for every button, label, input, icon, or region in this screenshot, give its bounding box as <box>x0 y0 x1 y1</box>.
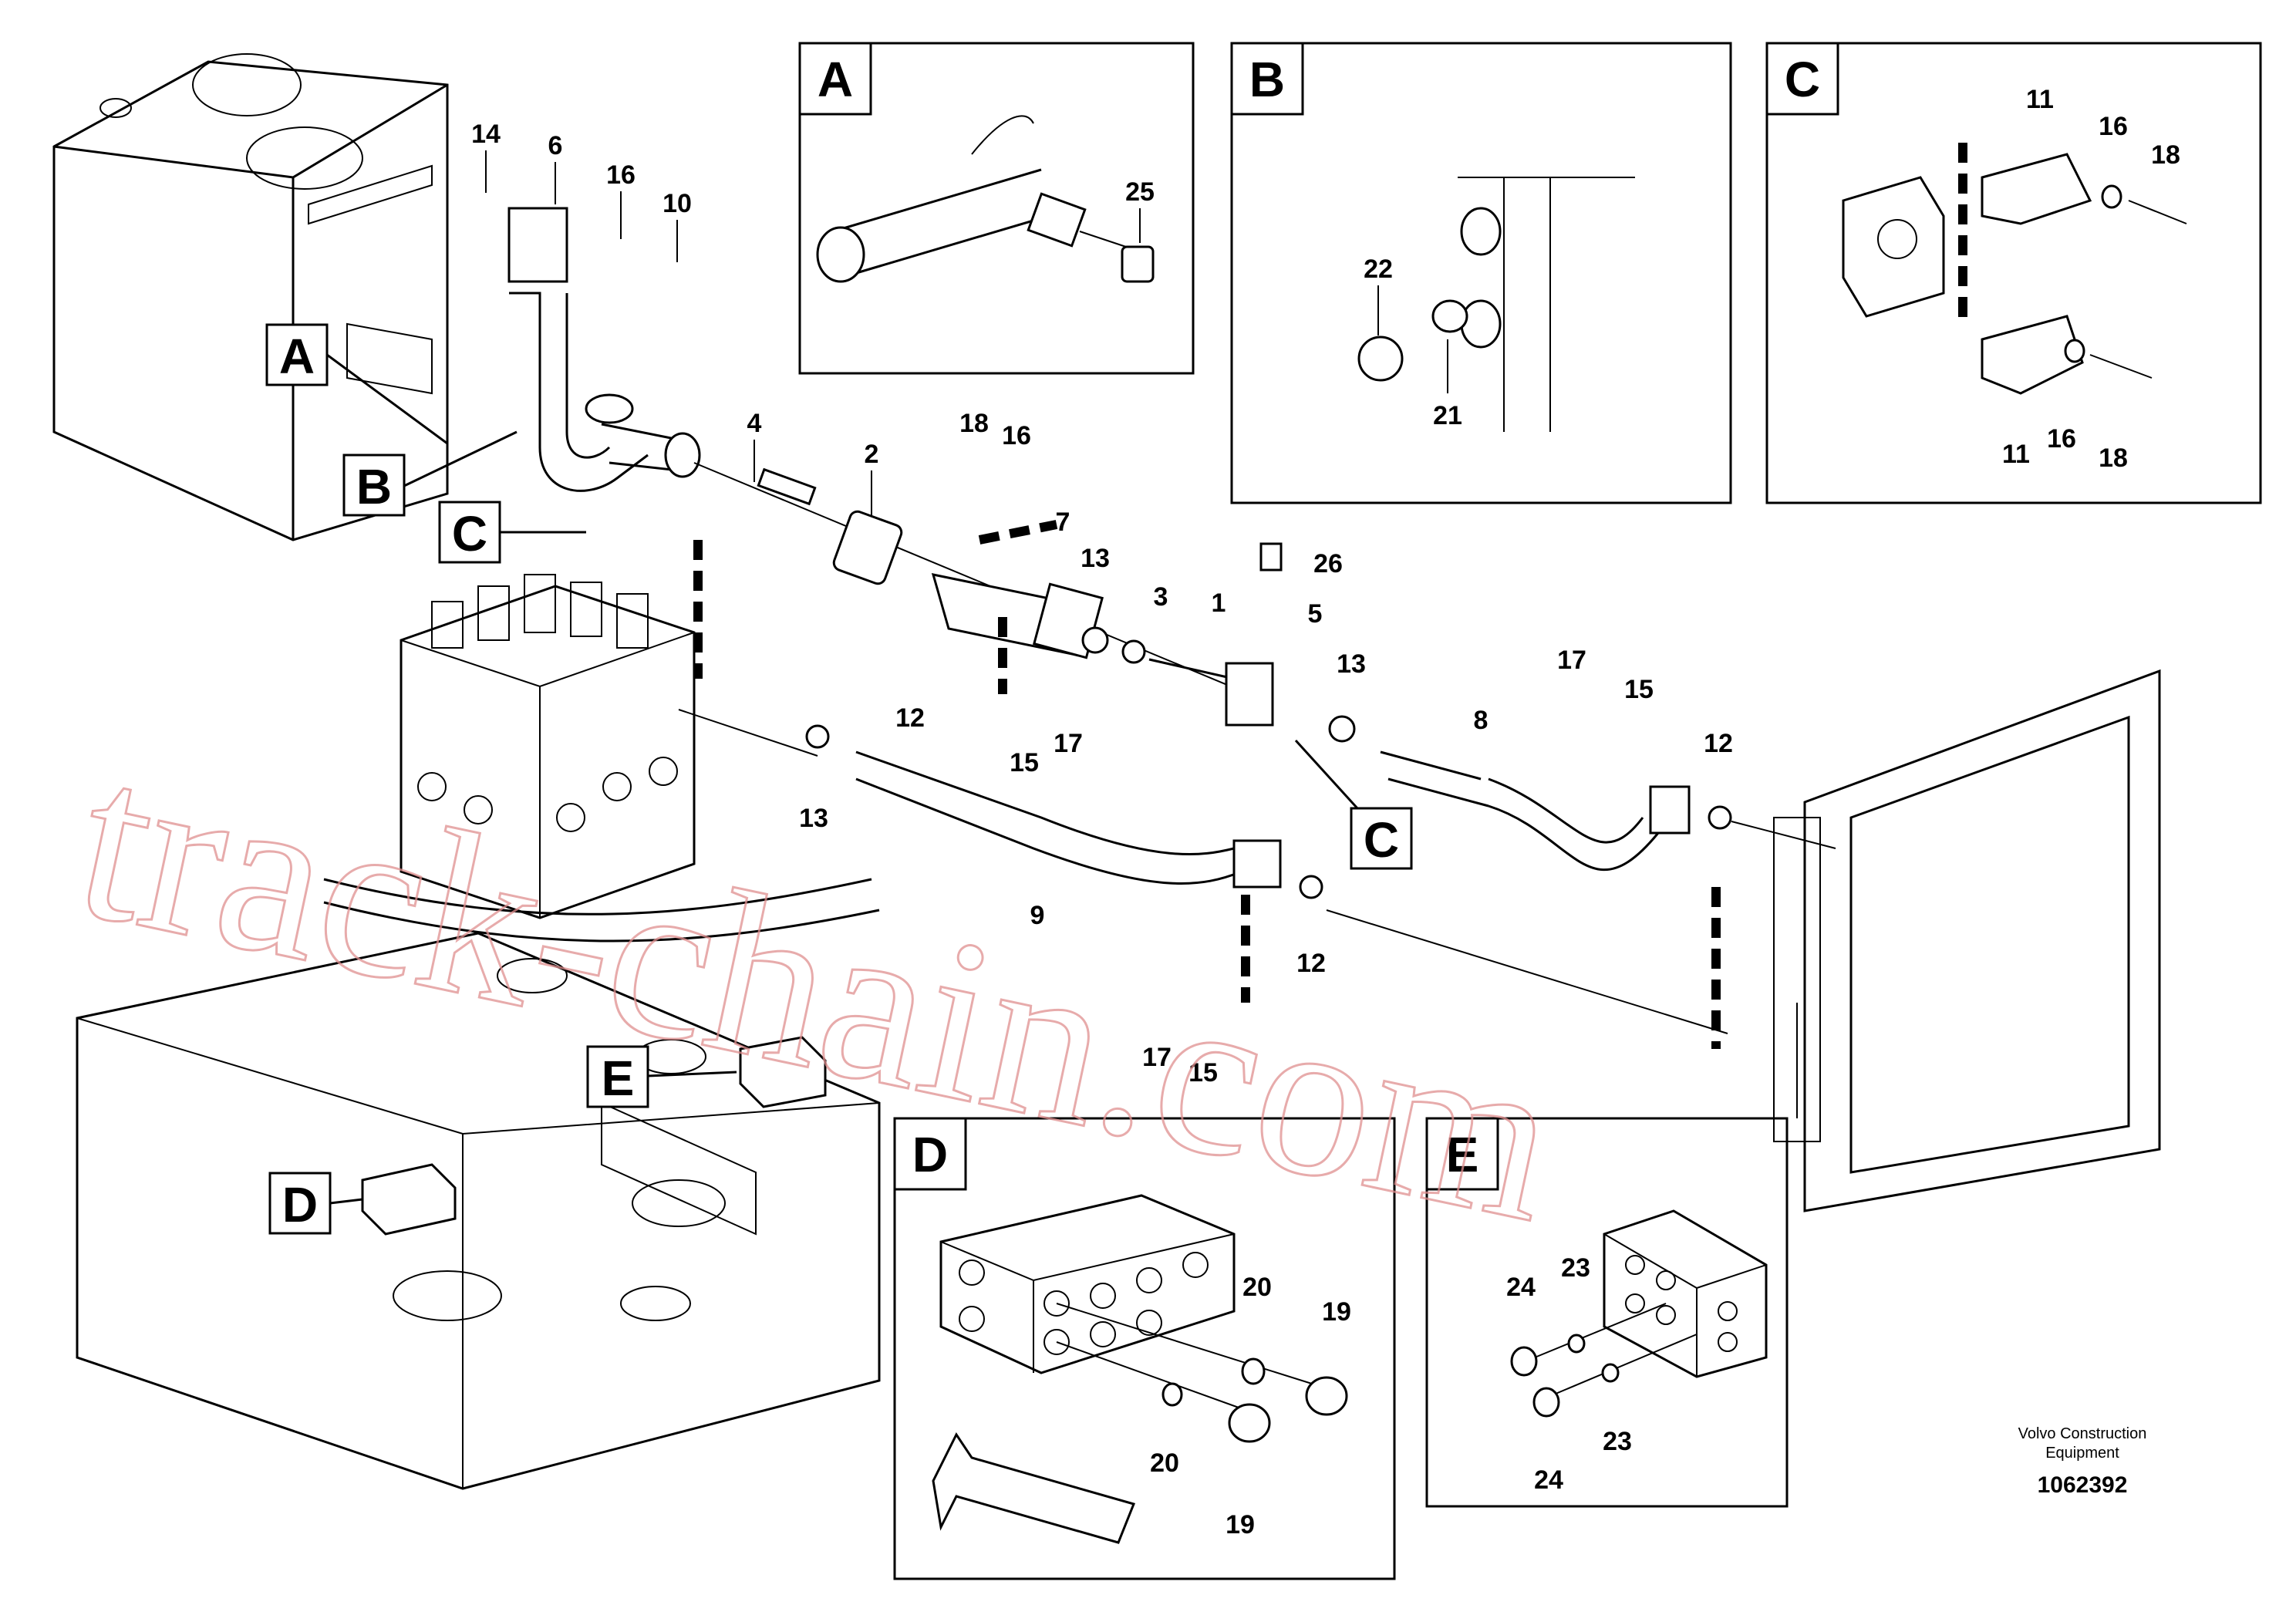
drain-block-e-small <box>739 1036 827 1108</box>
view-ref-d: D <box>268 1172 363 1235</box>
detail-view-a: A 25 <box>798 42 1195 375</box>
detail-e-callout-23-b: 23 <box>1603 1427 1632 1456</box>
callout-3: 3 <box>1154 582 1168 612</box>
main-assembly-drawing <box>52 53 2161 1490</box>
view-ref-b-label: B <box>356 459 392 514</box>
callout-9: 9 <box>1030 901 1045 930</box>
detail-d-callout-20-b: 20 <box>1150 1448 1179 1478</box>
alignment-dashes <box>693 520 1721 1049</box>
callout-12-c: 12 <box>1296 949 1326 978</box>
callout-26: 26 <box>1313 549 1343 578</box>
main-callouts: 14 6 16 10 4 2 18 16 7 13 3 1 26 5 13 17… <box>471 120 1733 1088</box>
view-ref-c-2: C <box>1294 739 1413 870</box>
detail-d-callout-20-a: 20 <box>1242 1273 1272 1302</box>
detail-c-callout-11-a: 11 <box>2026 85 2054 114</box>
callout-17-c: 17 <box>1142 1043 1172 1072</box>
oil-cooler <box>1773 669 2161 1212</box>
view-ref-c-1-label: C <box>452 506 487 561</box>
callout-4: 4 <box>747 409 762 438</box>
callout-17: 17 <box>1557 646 1586 675</box>
detail-view-e: E 24 23 24 23 <box>1425 1117 1789 1508</box>
callout-15-b: 15 <box>1010 748 1039 777</box>
detail-view-b: B 22 21 <box>1230 42 1732 504</box>
detail-c-callout-16-a: 16 <box>2099 112 2128 141</box>
view-ref-c-2-label: C <box>1364 812 1399 868</box>
view-ref-b: B <box>342 430 518 517</box>
callout-12-b: 12 <box>895 703 925 733</box>
control-valve <box>400 574 696 919</box>
upper-frame <box>76 878 881 1490</box>
detail-c-callout-11-b: 11 <box>2002 440 2030 469</box>
detail-e-callout-23-a: 23 <box>1561 1253 1590 1283</box>
detail-e-callout-24-b: 24 <box>1534 1465 1563 1495</box>
detail-e-letter: E <box>1446 1127 1479 1182</box>
detail-d-callout-19-a: 19 <box>1322 1297 1351 1327</box>
view-ref-e: E <box>586 1045 737 1108</box>
detail-b-callout-21: 21 <box>1433 401 1462 430</box>
callout-12: 12 <box>1704 729 1733 758</box>
detail-view-d: D 20 19 19 20 <box>893 1117 1396 1580</box>
callout-8: 8 <box>1474 706 1489 735</box>
detail-b-letter: B <box>1249 52 1285 107</box>
detail-a-letter: A <box>818 52 853 107</box>
credit-line-2: Equipment <box>2045 1445 2119 1462</box>
callout-14: 14 <box>471 120 501 149</box>
detail-view-c: C 11 16 18 11 16 18 <box>1765 42 2262 504</box>
callout-13-b: 13 <box>1337 649 1366 679</box>
callout-17-b: 17 <box>1054 729 1083 758</box>
view-ref-a-label: A <box>279 329 315 384</box>
callout-16-b: 16 <box>1002 421 1031 450</box>
detail-c-callout-16-b: 16 <box>2047 424 2076 454</box>
tank-outlet-pipe <box>507 207 701 492</box>
callout-6: 6 <box>548 131 563 160</box>
view-ref-c-1: C <box>438 501 586 564</box>
main-pipe-line <box>693 462 1836 1034</box>
callout-10: 10 <box>663 189 692 218</box>
callout-13-c: 13 <box>799 804 828 833</box>
document-number: 1062392 <box>2038 1472 2128 1498</box>
credit-line-1: Volvo Construction <box>2018 1425 2147 1442</box>
return-pipe <box>678 709 1323 899</box>
detail-d-callout-19-b: 19 <box>1226 1510 1255 1539</box>
callout-1: 1 <box>1212 588 1226 618</box>
detail-c-callout-18-a: 18 <box>2151 140 2180 170</box>
callout-15: 15 <box>1624 675 1654 704</box>
view-ref-e-label: E <box>602 1050 635 1106</box>
callout-5: 5 <box>1308 599 1323 629</box>
detail-c-callout-18-b: 18 <box>2099 443 2128 473</box>
callout-2: 2 <box>865 440 879 469</box>
detail-d-letter: D <box>912 1127 948 1182</box>
callout-16: 16 <box>606 160 636 190</box>
view-ref-d-label: D <box>282 1177 318 1233</box>
detail-a-callout-25: 25 <box>1125 177 1155 207</box>
view-ref-a: A <box>265 323 448 445</box>
detail-c-letter: C <box>1785 52 1820 107</box>
detail-e-callout-24-a: 24 <box>1506 1273 1536 1302</box>
drain-block-d-small <box>361 1163 457 1236</box>
detail-b-callout-22: 22 <box>1364 255 1393 284</box>
callout-13: 13 <box>1081 544 1110 573</box>
credit-block: Volvo Construction Equipment 1062392 <box>2018 1425 2147 1498</box>
callout-15-c: 15 <box>1188 1058 1218 1088</box>
callout-18: 18 <box>959 409 989 438</box>
callout-7: 7 <box>1056 508 1070 537</box>
